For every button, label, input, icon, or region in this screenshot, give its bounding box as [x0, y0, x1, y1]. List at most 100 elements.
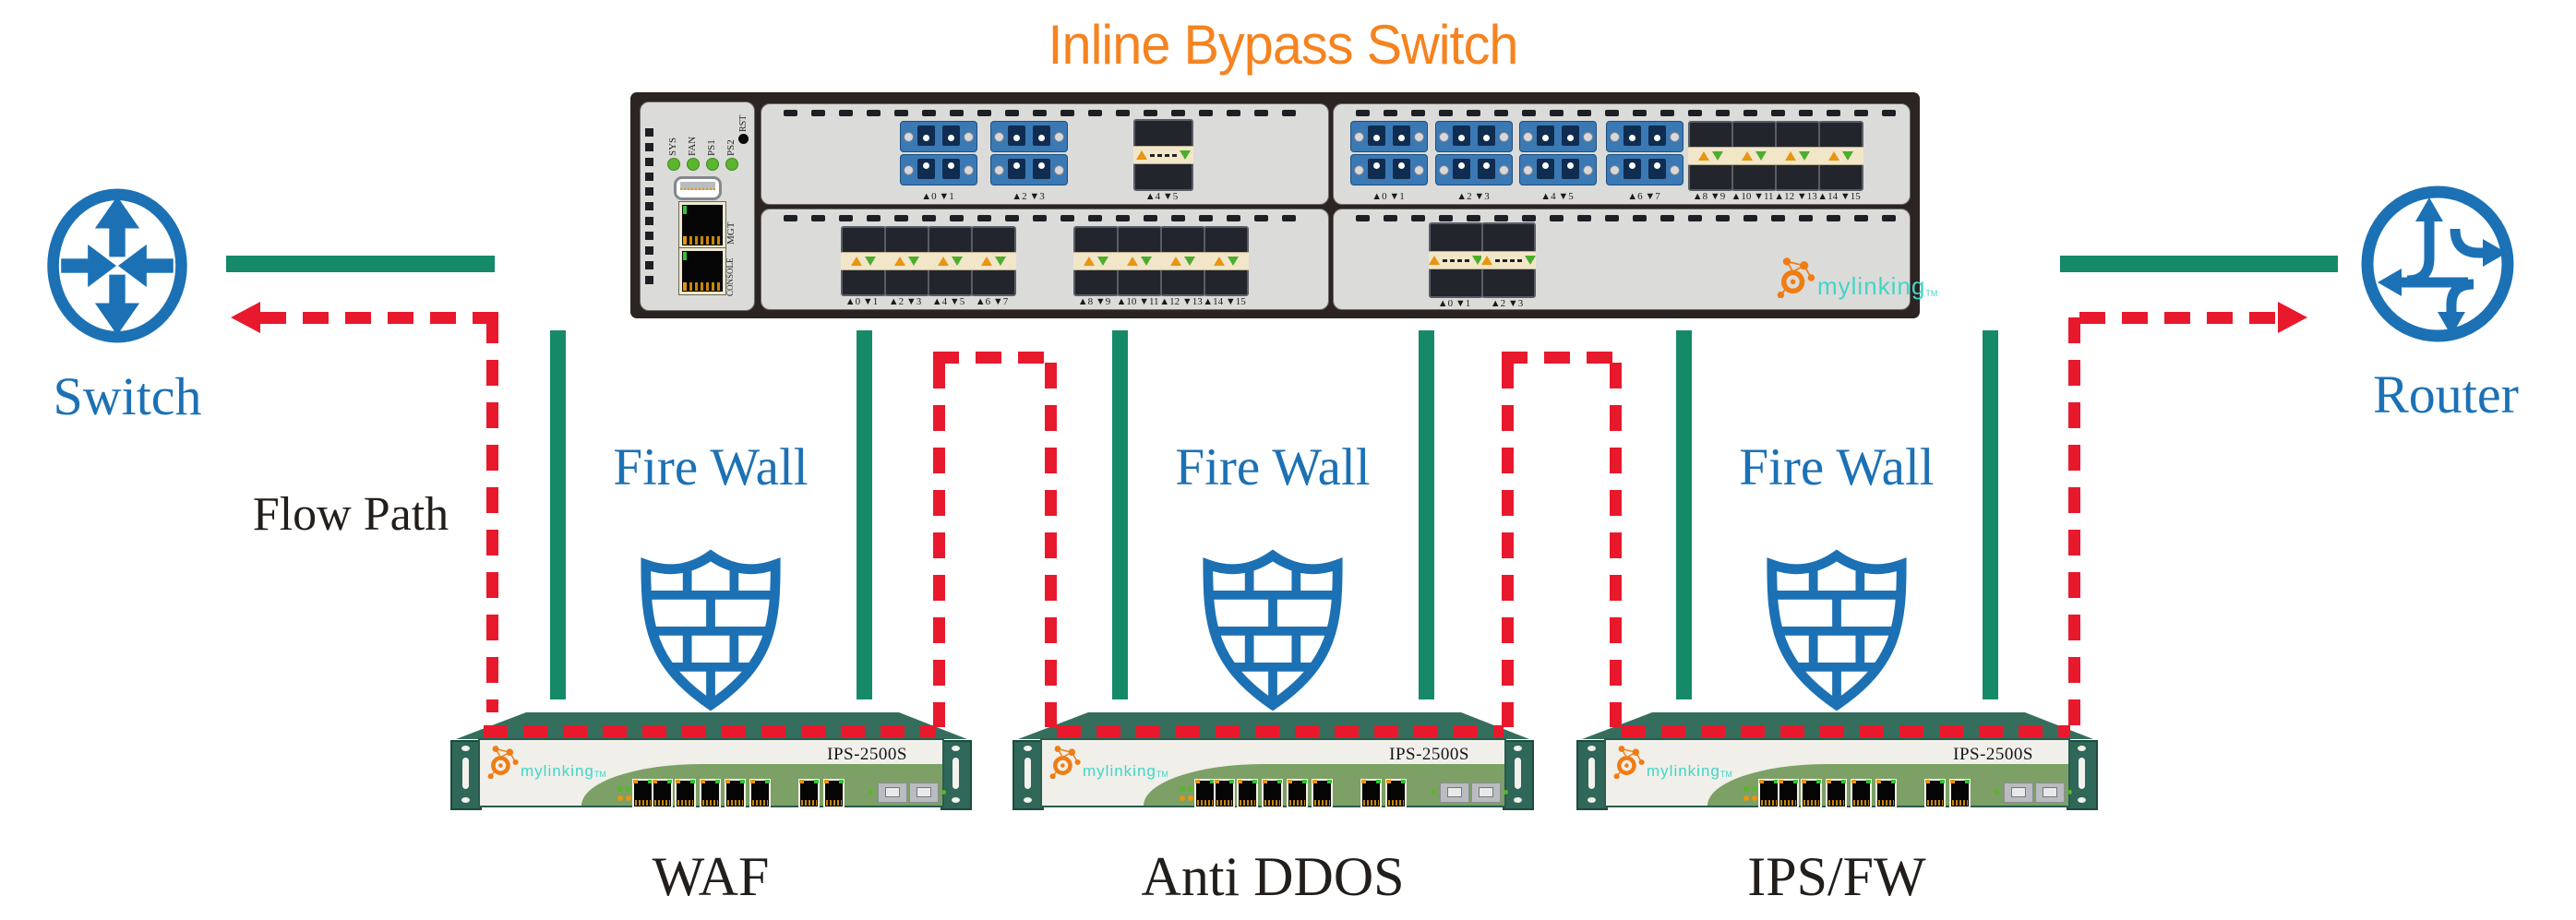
sfp-cage	[1471, 783, 1501, 803]
sfp-slot	[928, 226, 973, 296]
vent-slot	[1439, 215, 1453, 221]
lc-ferrule	[1542, 135, 1549, 141]
contact-dash-icon	[1465, 258, 1469, 262]
vent-slot	[1882, 110, 1896, 116]
screw-icon	[2078, 797, 2086, 803]
lc-ferrule	[948, 162, 954, 169]
lc-ferrule	[1013, 162, 1020, 169]
vent-slot	[1060, 215, 1074, 221]
appliance-front-panel: IPS-2500S mylinking TM	[1040, 738, 1508, 808]
tx-triangle-icon	[894, 257, 905, 266]
sfp-latch-band	[1731, 147, 1777, 165]
rack-ear-slot	[953, 758, 959, 789]
port-label: ▲8 ▼9	[1077, 296, 1111, 307]
ps2-led	[725, 158, 738, 171]
port-label: ▲6 ▼7	[1627, 191, 1660, 202]
lc-fiber-port	[1350, 121, 1428, 152]
lc-fiber-port	[900, 154, 977, 185]
sfp-led	[869, 790, 873, 795]
screw-icon	[1610, 132, 1620, 142]
port-label: ▲4 ▼5	[1144, 191, 1179, 202]
rack-ear	[1012, 740, 1044, 810]
sfp-latch-band	[1429, 251, 1483, 269]
tx-triangle-icon	[1214, 257, 1225, 266]
lc-fiber-port	[1435, 121, 1513, 152]
switch-label: Switch	[53, 366, 202, 426]
status-led	[626, 786, 631, 792]
contact-dash-icon	[1503, 258, 1507, 262]
router-icon	[2361, 185, 2514, 342]
appliance-model-label: IPS-2500S	[1389, 745, 1469, 764]
screw-icon	[1054, 165, 1064, 175]
screw-icon	[952, 746, 960, 751]
port-label: ▲4 ▼5	[1540, 191, 1574, 202]
ethernet-port	[1924, 779, 1946, 808]
lc-ferrule	[1038, 162, 1045, 169]
screw-icon	[1514, 746, 1522, 751]
bypass-switch-device: SYS FAN PS1 PS2 RST MGT CONSOLE ▲0 ▼1▲2 …	[630, 92, 1937, 318]
vent-slot	[1356, 215, 1370, 221]
vent-slot	[1633, 110, 1647, 116]
vent-slot	[1088, 215, 1102, 221]
status-led	[1188, 786, 1193, 792]
sfp-latch-band	[884, 252, 929, 270]
ethernet-port	[1214, 779, 1235, 808]
sfp-slot	[841, 226, 886, 296]
vent-slot	[645, 232, 653, 240]
console-port	[679, 248, 725, 294]
diagram-title: Inline Bypass Switch	[1048, 14, 1518, 76]
screw-icon	[1583, 132, 1593, 142]
lc-plug	[1562, 159, 1579, 179]
contact-dash-icon	[1450, 258, 1455, 262]
lc-fiber-port	[1435, 154, 1513, 185]
vent-slot	[1227, 215, 1240, 221]
lc-ferrule	[1483, 135, 1490, 141]
rack-ear	[941, 740, 972, 810]
vent-slot	[1199, 215, 1213, 221]
vent-slot	[1282, 215, 1296, 221]
screw-icon	[461, 797, 470, 803]
lc-ferrule	[1654, 135, 1660, 141]
sys-led	[667, 158, 680, 171]
vent-slot	[1384, 110, 1397, 116]
vent-slot	[1799, 110, 1813, 116]
rx-triangle-icon	[865, 257, 876, 266]
vent-slot	[1088, 110, 1102, 116]
sfp-latch-band	[1775, 147, 1820, 165]
screw-icon	[964, 165, 974, 175]
ethernet-port	[1262, 779, 1283, 808]
vent-slot	[1827, 110, 1840, 116]
vent-slot	[839, 110, 853, 116]
vent-slot	[1144, 110, 1157, 116]
reset-label: RST	[738, 114, 749, 132]
screw-icon	[1583, 165, 1593, 175]
sfp-latch-band	[1133, 146, 1193, 164]
ethernet-port	[725, 779, 746, 808]
lc-ferrule	[1458, 162, 1465, 169]
screw-icon	[1499, 165, 1509, 175]
security-appliance: IPS-2500S mylinking TM	[1012, 712, 1534, 814]
ethernet-port	[700, 779, 721, 808]
lc-ferrule	[1038, 135, 1045, 141]
sfp-slot	[1429, 222, 1483, 298]
sfp-led	[1995, 790, 1999, 795]
flow-segment	[1502, 352, 1622, 364]
firewall-label: Fire Wall	[1739, 438, 1935, 496]
tx-triangle-icon	[1698, 151, 1709, 161]
screw-icon	[1354, 132, 1364, 142]
screw-icon	[1610, 165, 1620, 175]
vent-slot	[645, 246, 653, 255]
screw-icon	[1439, 132, 1449, 142]
flow-segment	[484, 725, 936, 737]
appliance-model-label: IPS-2500S	[1953, 745, 2033, 764]
mylinking-logo-tm: TM	[1156, 770, 1168, 779]
sfp-slot	[1688, 121, 1733, 191]
sfp-led	[1504, 790, 1508, 795]
rx-triangle-icon	[1097, 257, 1108, 266]
vent-slot	[811, 215, 825, 221]
vent-slot	[1743, 110, 1757, 116]
rx-triangle-icon	[1141, 257, 1152, 266]
router-label: Router	[2373, 364, 2519, 424]
vent-slot	[1771, 215, 1785, 221]
vent-slot	[645, 173, 653, 181]
